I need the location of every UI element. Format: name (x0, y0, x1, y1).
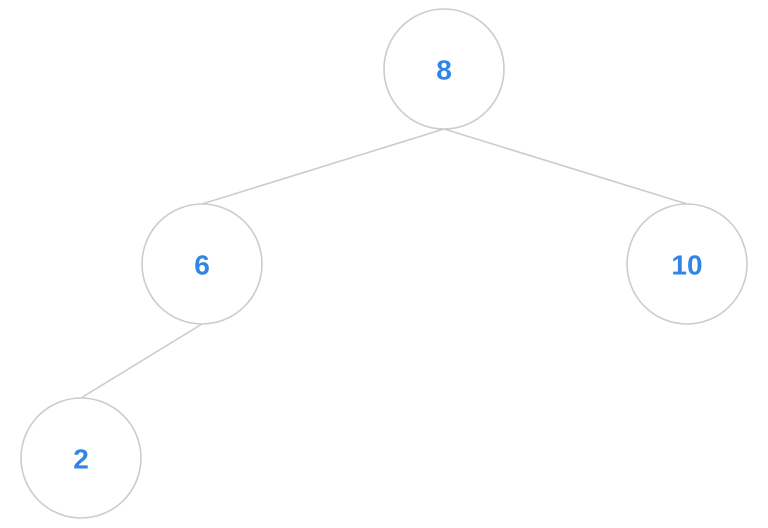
node-label: 8 (436, 55, 452, 86)
edges-layer (80, 128, 688, 399)
node-label: 10 (671, 250, 702, 281)
tree-node-2: 2 (20, 397, 142, 519)
tree-node-10: 10 (626, 203, 748, 325)
node-circle (20, 397, 142, 519)
node-circle (141, 203, 263, 325)
node-label: 2 (73, 444, 89, 475)
tree-node-8: 8 (383, 8, 505, 130)
tree-node-6: 6 (141, 203, 263, 325)
node-circle (626, 203, 748, 325)
edge-n8-n6 (201, 128, 445, 205)
edge-n6-n2 (80, 323, 203, 399)
nodes-layer: 8 6 10 2 (20, 8, 748, 519)
node-circle (383, 8, 505, 130)
node-label: 6 (194, 250, 210, 281)
edge-n8-n10 (443, 128, 688, 205)
